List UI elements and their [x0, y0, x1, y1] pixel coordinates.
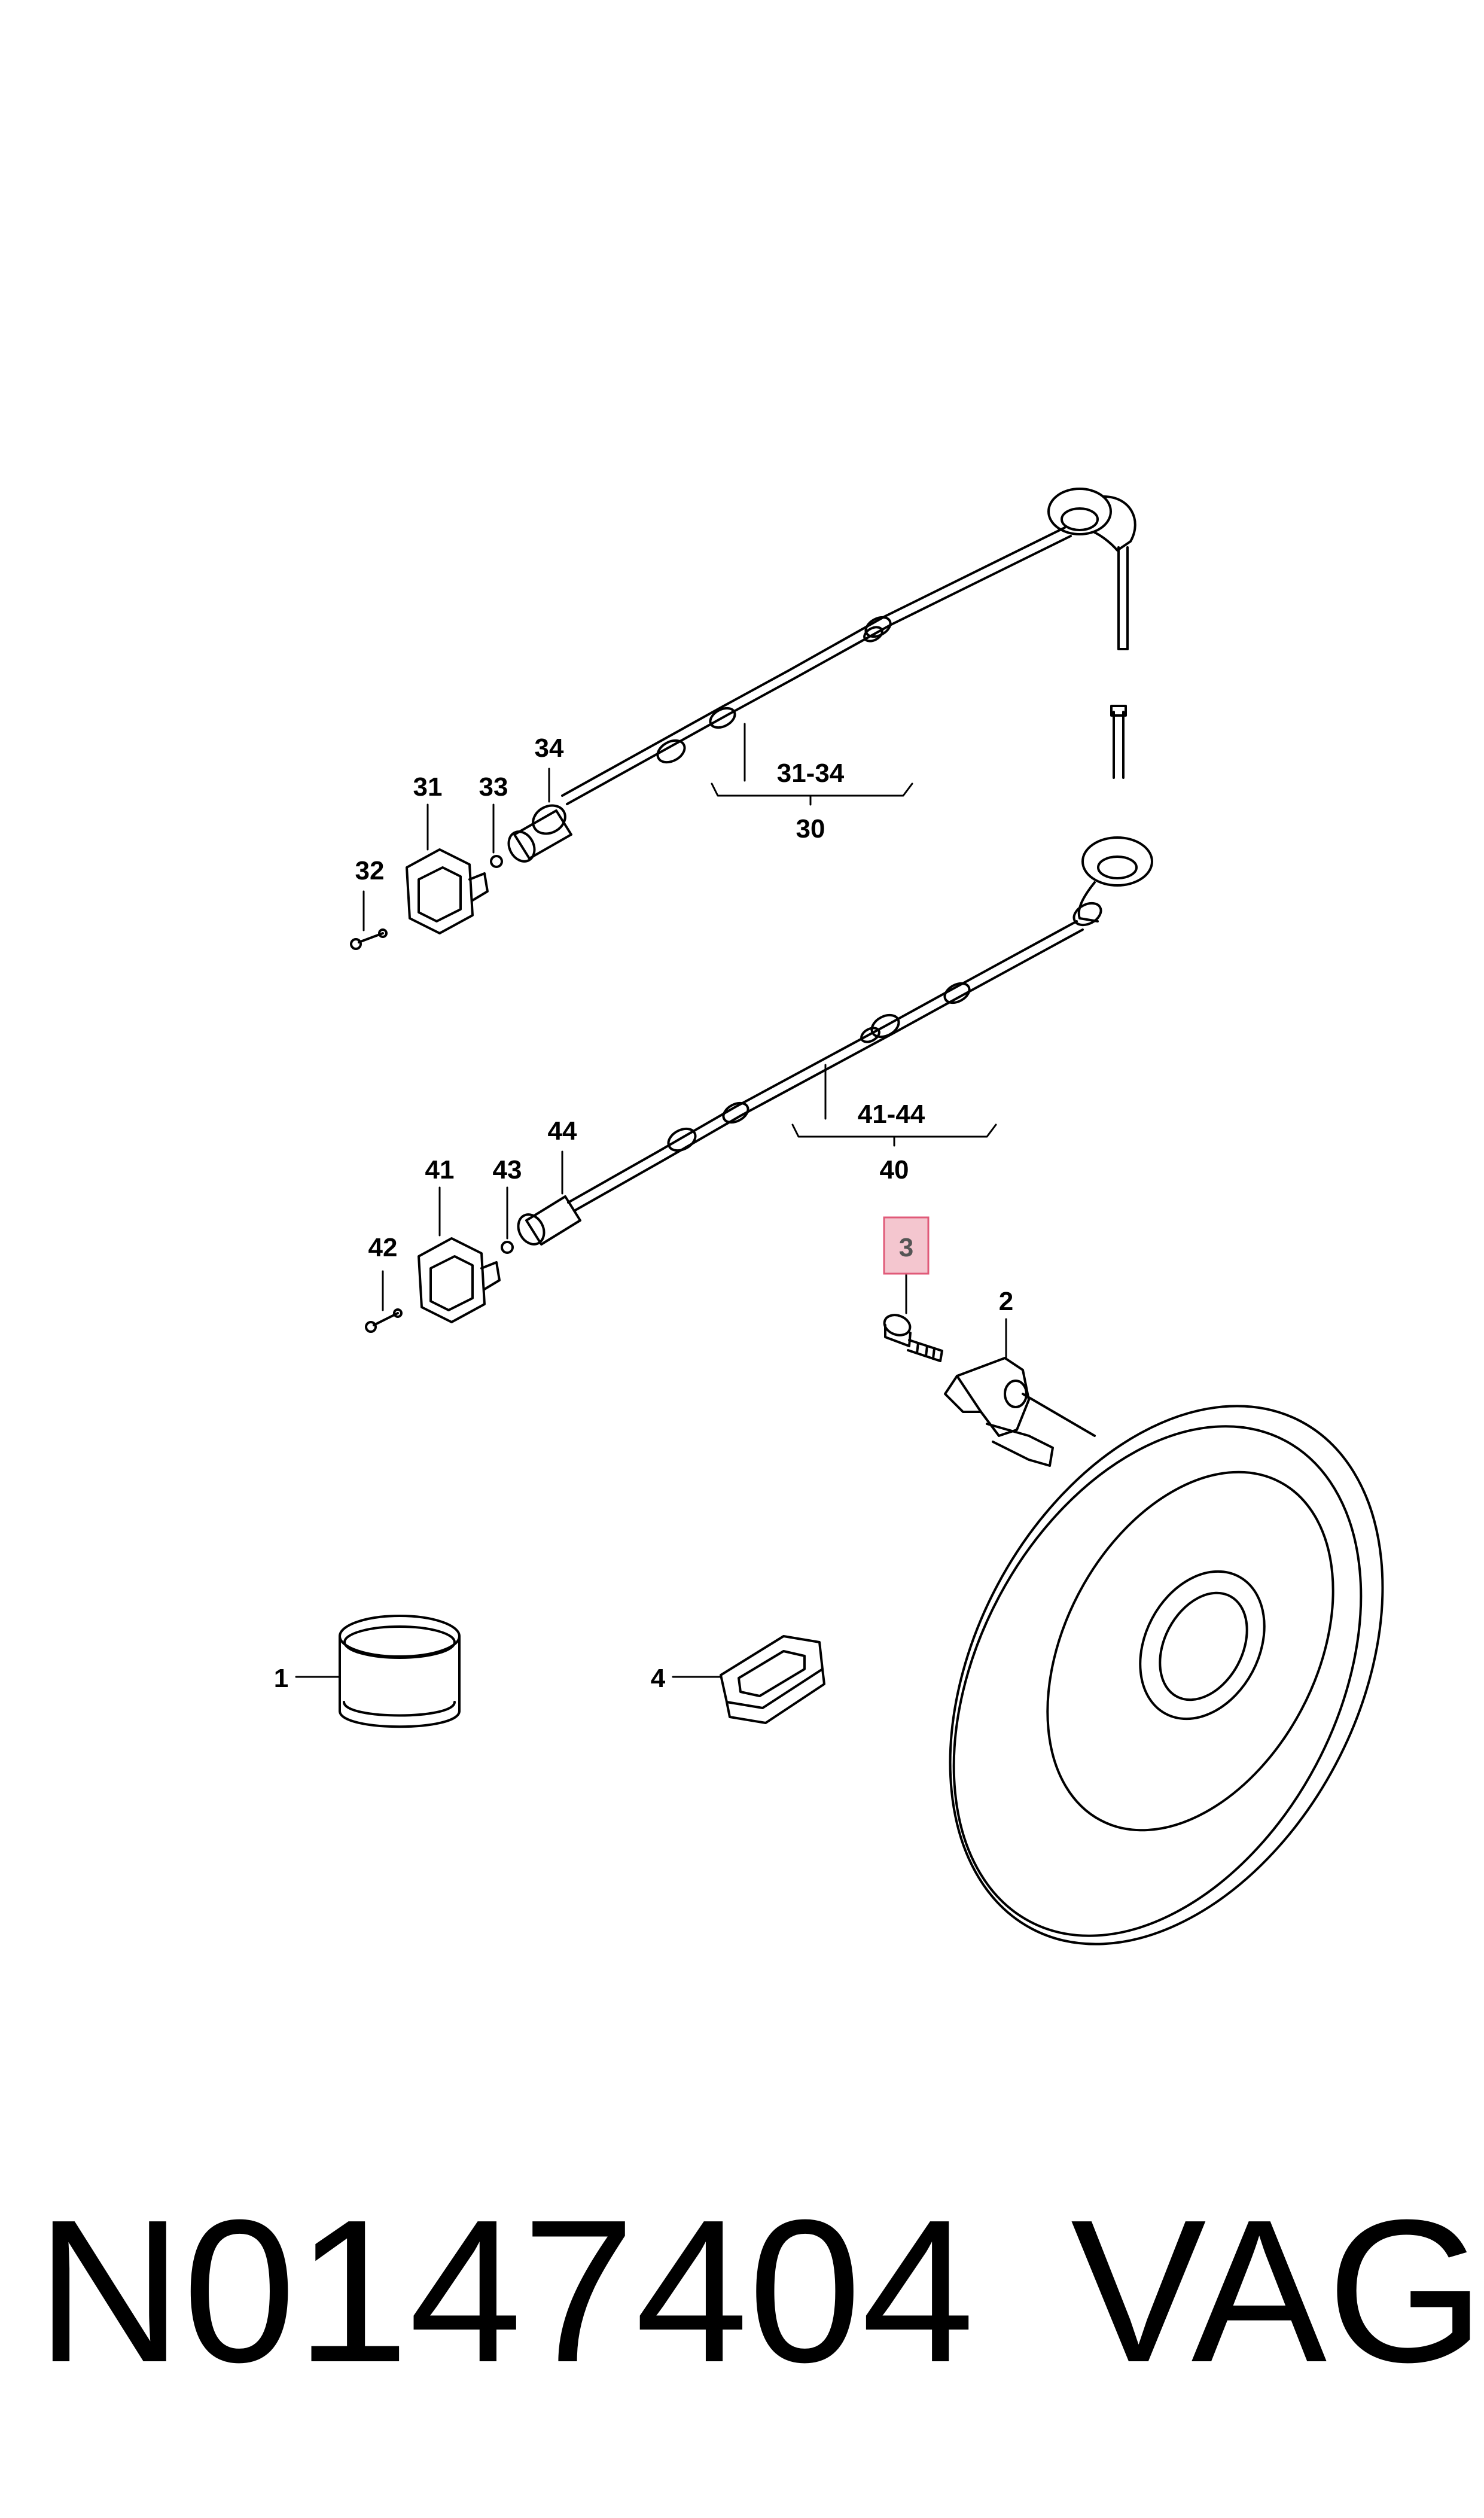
grommet-part-4: [720, 1635, 825, 1724]
part-number: N0147404: [36, 2178, 975, 2405]
exploded-parts-diagram: 34 31 33 32 31-34 30 44 41 43 42 41-44 4…: [274, 488, 1384, 1945]
callout-44: 44: [548, 1116, 577, 1146]
callout-42: 42: [368, 1233, 398, 1262]
leader-lines: [295, 723, 1007, 1678]
callout-40: 40: [880, 1155, 909, 1185]
callout-43: 43: [493, 1155, 522, 1185]
callout-31-34: 31-34: [777, 759, 845, 788]
callout-32: 32: [355, 856, 385, 885]
callout-41: 41: [425, 1155, 455, 1185]
highlight-box: [883, 1216, 930, 1275]
brake-disc-assembly: [944, 1357, 1384, 1945]
callout-3: 3: [899, 1233, 913, 1262]
callout-30: 30: [796, 814, 825, 844]
callout-34: 34: [535, 733, 564, 763]
callout-2: 2: [999, 1287, 1013, 1316]
brand-name: VAG: [1071, 2178, 1484, 2405]
sensor-cable-40: [365, 836, 1153, 1333]
callout-4: 4: [651, 1664, 666, 1693]
sensor-cable-30: [350, 488, 1136, 950]
callout-31: 31: [413, 772, 443, 802]
sleeve-part-1: [339, 1615, 461, 1728]
callout-33: 33: [479, 772, 508, 802]
bolt-part-3: [883, 1314, 943, 1362]
callout-41-44: 41-44: [858, 1100, 925, 1129]
callout-1: 1: [274, 1664, 288, 1693]
